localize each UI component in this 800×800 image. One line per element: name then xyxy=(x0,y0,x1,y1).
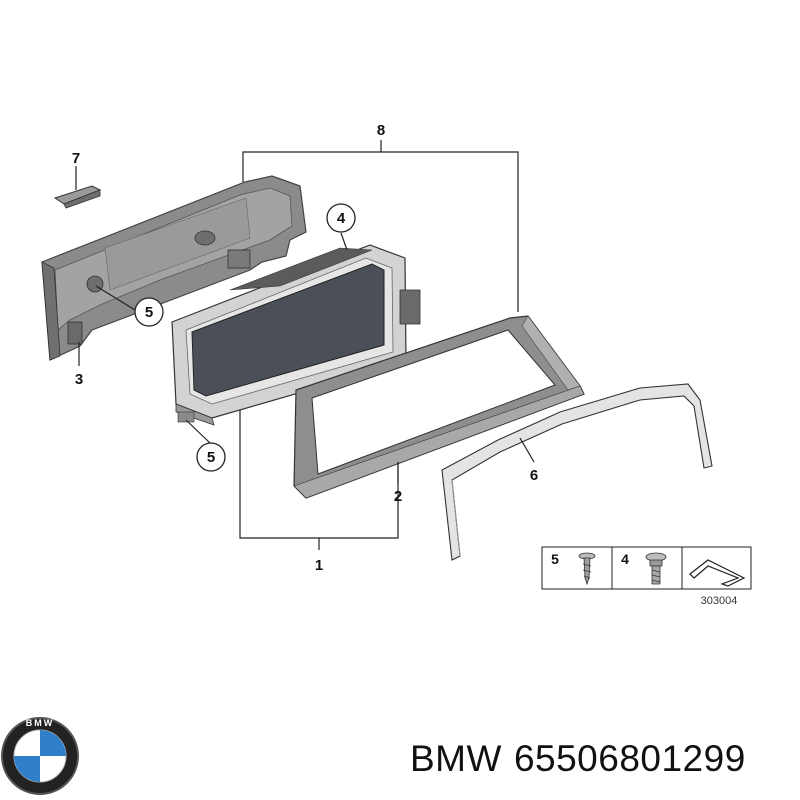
diagram-ref-code: 303004 xyxy=(701,595,738,607)
bmw-logo-text: BMW xyxy=(26,718,55,728)
bmw-logo: BMW xyxy=(1,717,79,795)
sheet-bracket-icon xyxy=(689,559,746,587)
rear-housing xyxy=(41,175,307,361)
callout-5a: 5 xyxy=(145,304,153,321)
fastener-legend: 5 4 303004 xyxy=(541,546,752,607)
callout-5a-circle xyxy=(134,297,164,327)
callout-5b-circle xyxy=(196,442,226,472)
callout-1: 1 xyxy=(315,557,323,574)
callout-5b: 5 xyxy=(207,449,215,466)
leader-lines xyxy=(75,140,535,550)
tapping-screw-icon xyxy=(578,552,596,586)
callout-4: 4 xyxy=(337,210,346,227)
legend-item-5: 5 xyxy=(551,551,559,567)
callout-8: 8 xyxy=(377,122,385,139)
front-frame xyxy=(293,315,585,499)
part-caption: BMW 65506801299 xyxy=(410,738,758,780)
callout-6: 6 xyxy=(530,467,538,484)
legend-item-4: 4 xyxy=(621,551,629,567)
clip-part xyxy=(53,185,102,209)
callout-4-circle xyxy=(326,203,356,233)
callouts: 8 7 3 2 1 6 4 5 5 xyxy=(72,122,538,574)
callout-3: 3 xyxy=(75,371,83,388)
callout-7: 7 xyxy=(72,150,80,167)
callout-2: 2 xyxy=(394,488,402,505)
trim-strip xyxy=(441,383,713,561)
brand-name: BMW xyxy=(410,738,502,779)
machine-screw-icon xyxy=(645,552,667,585)
part-number: 65506801299 xyxy=(513,738,746,779)
